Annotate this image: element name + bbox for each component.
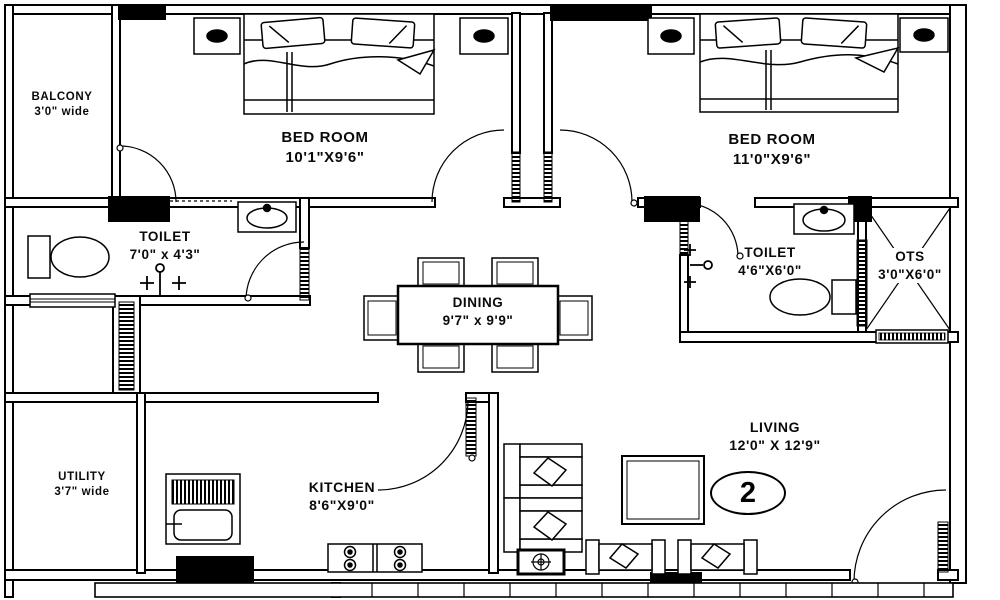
door-swings (116, 129, 947, 586)
room-name: TOILET (744, 245, 796, 260)
room-label-bedroom-left: BED ROOM 10'1"X9'6" (281, 128, 368, 167)
bed-left-icon (243, 13, 436, 115)
porch-band (94, 582, 954, 598)
room-label-dining: DINING 9'7" x 9'9" (443, 294, 514, 329)
kitchen-counter-icon (165, 473, 241, 545)
room-size: 3'0" wide (34, 105, 90, 118)
bed-right-icon (699, 13, 900, 113)
room-label-toilet-right: TOILET 4'6"X6'0" (738, 244, 802, 279)
room-label-utility: UTILITY 3'7" wide (54, 470, 109, 500)
room-name: BED ROOM (281, 129, 369, 146)
room-label-kitchen: KITCHEN 8'6"X9'0" (309, 478, 375, 514)
room-name: DINING (452, 295, 504, 310)
room-name: BALCONY (31, 91, 93, 103)
room-size: 11'0"X9'6" (732, 150, 812, 168)
room-name: KITCHEN (308, 479, 376, 495)
room-size: 9'7" x 9'9" (442, 312, 514, 328)
nightstand-icon (647, 17, 949, 55)
tap-icon (684, 244, 713, 288)
armchair-icon (503, 443, 583, 499)
sink-icon (237, 201, 297, 233)
floor-mat-icon (516, 548, 566, 576)
armchair-icon (503, 497, 583, 553)
room-size: 10'1"X9'6" (285, 148, 365, 166)
wc-icon (27, 235, 110, 279)
room-size: 12'0" X 12'9" (729, 437, 821, 454)
room-label-toilet-left: TOILET 7'0" x 4'3" (130, 228, 201, 263)
room-size: 3'0"X6'0" (875, 265, 945, 284)
room-name: TOILET (139, 229, 191, 244)
tap-icon (140, 263, 186, 296)
stove-icon (327, 543, 423, 573)
nightstand-icon (193, 17, 509, 55)
sink-icon (793, 203, 855, 235)
room-size: 8'6"X9'0" (309, 497, 375, 514)
room-size: 7'0" x 4'3" (129, 246, 201, 262)
coffee-table-icon (621, 455, 705, 525)
room-name: LIVING (749, 419, 801, 435)
room-label-bedroom-right: BED ROOM 11'0"X9'6" (728, 130, 815, 169)
dining-table-icon (363, 257, 593, 373)
wc-icon (769, 278, 857, 316)
room-name: UTILITY (58, 471, 106, 483)
unit-number-badge: 2 (710, 471, 786, 515)
sofa-icon (677, 539, 758, 575)
room-name: OTS (875, 248, 945, 266)
room-size: 3'7" wide (54, 485, 110, 498)
sofa-icon (585, 539, 666, 575)
room-name: BED ROOM (728, 131, 816, 148)
room-label-ots: OTS 3'0"X6'0" (875, 248, 945, 284)
room-label-living: LIVING 12'0" X 12'9" (729, 418, 821, 454)
room-label-balcony: BALCONY 3'0" wide (31, 90, 92, 120)
room-size: 4'6"X6'0" (738, 262, 802, 278)
